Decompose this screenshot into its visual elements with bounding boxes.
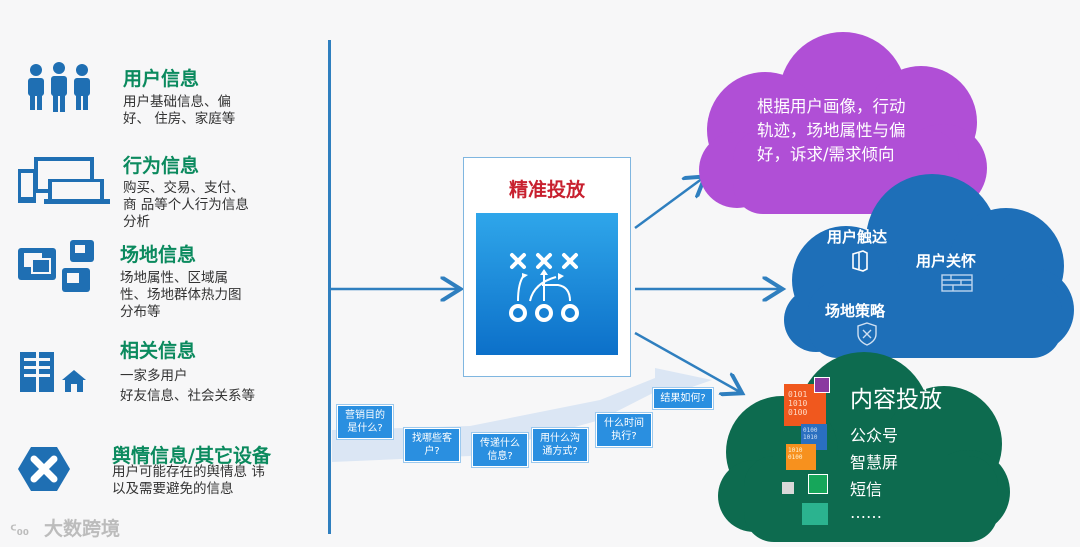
strategy-tile [476,213,618,355]
other-devices-x-icon [18,447,70,491]
cloud-line: 根据用户画像，行动 [757,97,906,116]
desc-line: 分析 [123,214,150,230]
category-desc-user: 用户基础信息、偏 好、 住房、家庭等 [123,94,235,128]
center-title: 精准投放 [508,179,585,201]
tile-text: 0100 [803,427,818,434]
desc-line: 一家多用户 [120,368,188,384]
vertical-divider [328,40,331,534]
watermark-text: 大数跨境 [44,518,121,540]
step-timing: 什么时间执行? [596,413,652,447]
step-purpose: 营销目的是什么? [337,405,393,439]
step-result: 结果如何? [653,388,713,409]
desc-line: 购买、交易、支付、 [123,180,245,196]
step-customers: 找哪些客户? [404,428,460,462]
shield-icon [857,322,877,346]
content-item-more: …… [850,503,882,522]
arrow-to-purple-cloud [634,178,703,230]
desc-line: 以及需要避免的信息 [112,481,234,497]
data-tile-gray [782,482,794,494]
step-text: 通方式? [542,446,578,457]
arrow-to-green-cloud [634,331,740,392]
step-text: 信息? [487,451,513,462]
users-group-icon [28,62,90,112]
desc-line: 好、 住房、家庭等 [123,111,236,127]
data-tile-purple [814,377,830,393]
content-item-sms: 短信 [850,480,883,499]
location-windows-icon [18,240,94,292]
data-tile-green [808,474,828,494]
firewall-icon [941,274,973,292]
content-item-official: 公众号 [850,426,899,445]
step-message: 传递什么信息? [472,433,528,467]
tile-text: 1010 [788,447,803,454]
tile-text: 0100 [788,454,803,461]
step-text: 传递什么 [480,438,520,449]
step-text: 是什么? [347,423,383,434]
tile-text: 0100 [788,408,808,417]
category-title-venue: 场地信息 [120,244,197,266]
care-label: 用户关怀 [916,252,977,270]
desc-line: 用户可能存在的舆情息 讳 [112,464,265,480]
category-title-related: 相关信息 [120,340,197,362]
step-text: 户? [424,446,440,457]
step-text: 结果如何? [660,393,706,404]
venue-strategy-label: 场地策略 [825,302,886,320]
step-text: 找哪些客 [412,433,452,444]
category-desc-venue: 场地属性、区域属 性、场地群体热力图 分布等 [120,270,242,321]
desc-line: 场地属性、区域属 [120,270,228,286]
step-text: 执行? [611,431,637,442]
desc-line: 商 品等个人行为信息 [123,197,249,213]
content-title: 内容投放 [850,387,942,413]
cloud-line: 轨迹，场地属性与偏 [757,121,906,140]
step-text: 什么时间 [604,418,644,429]
category-title-sentiment: 舆情信息/其它设备 [112,445,271,467]
desc-line: 用户基础信息、偏 [123,94,231,110]
purple-cloud-text: 根据用户画像，行动 轨迹，场地属性与偏 好，诉求/需求倾向 [757,95,906,167]
category-title-user: 用户信息 [123,68,200,90]
content-item-screen: 智慧屏 [850,453,899,472]
tile-text: 1010 [803,434,818,441]
data-tile-teal [802,503,828,525]
desc-line: 性、场地群体热力图 [120,287,242,303]
building-home-icon [20,350,86,394]
reach-label: 用户触达 [827,228,888,246]
blue-cloud [784,174,1074,358]
step-text: 营销目的 [345,410,385,421]
watermark: ᑦ₀₀ 大数跨境 [10,514,120,541]
watermark-logo-icon: ᑦ₀₀ [10,523,30,539]
step-channel: 用什么沟通方式? [532,428,588,462]
tile-text: 1010 [788,399,808,408]
desc-line: 分布等 [120,304,161,320]
category-desc-related: 一家多用户 好友信息、社会关系等 [120,366,255,406]
cloud-line: 好，诉求/需求倾向 [757,145,895,164]
step-text: 用什么沟 [540,433,580,444]
category-desc-behavior: 购买、交易、支付、 商 品等个人行为信息 分析 [123,180,249,231]
devices-icon [18,157,110,204]
office-icon [852,250,868,272]
desc-line: 好友信息、社会关系等 [120,388,255,404]
category-desc-sentiment: 用户可能存在的舆情息 讳 以及需要避免的信息 [112,464,265,498]
tile-text: 0101 [788,390,808,399]
category-title-behavior: 行为信息 [123,155,200,177]
play-strategy-icon [509,253,579,322]
